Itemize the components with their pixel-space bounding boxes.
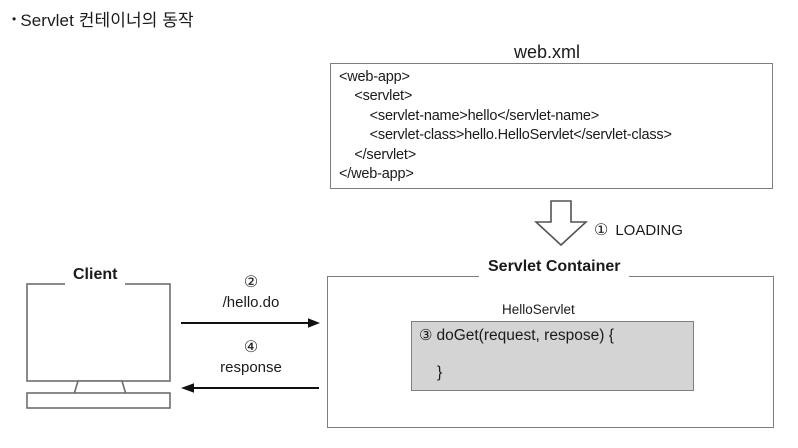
step-3-marker: ③: [419, 327, 433, 344]
webxml-code-text: <web-app> <servlet> <servlet-name>hello<…: [339, 69, 672, 183]
request-label: ② /hello.do: [176, 273, 326, 312]
hello-servlet-box: [411, 321, 694, 391]
desktop-monitor-icon: [20, 275, 180, 410]
loading-label-text: LOADING: [615, 222, 683, 239]
response-label: ④ response: [176, 338, 326, 377]
doget-close-brace: }: [437, 364, 443, 381]
page-title: •Servlet 컨테이너의 동작: [12, 7, 194, 33]
response-arrow-icon: [181, 381, 321, 395]
page-title-text: Servlet 컨테이너의 동작: [20, 11, 194, 30]
webxml-title: web.xml: [505, 41, 590, 63]
client-title: Client: [65, 264, 126, 285]
step-2-marker: ②: [243, 274, 259, 291]
loading-label: ① LOADING: [594, 221, 683, 241]
servlet-container-title: Servlet Container: [479, 256, 630, 277]
response-label-text: response: [220, 359, 282, 376]
doget-signature-text: doGet(request, respose) {: [436, 327, 614, 344]
step-1-marker: ①: [594, 222, 609, 239]
bullet-icon: •: [12, 12, 17, 26]
request-label-text: /hello.do: [222, 294, 280, 311]
webxml-box: [330, 63, 773, 189]
request-arrow-icon: [181, 316, 321, 330]
hello-servlet-title: HelloServlet: [494, 300, 583, 319]
step-4-marker: ④: [243, 339, 259, 356]
down-block-arrow-icon: [533, 200, 589, 247]
